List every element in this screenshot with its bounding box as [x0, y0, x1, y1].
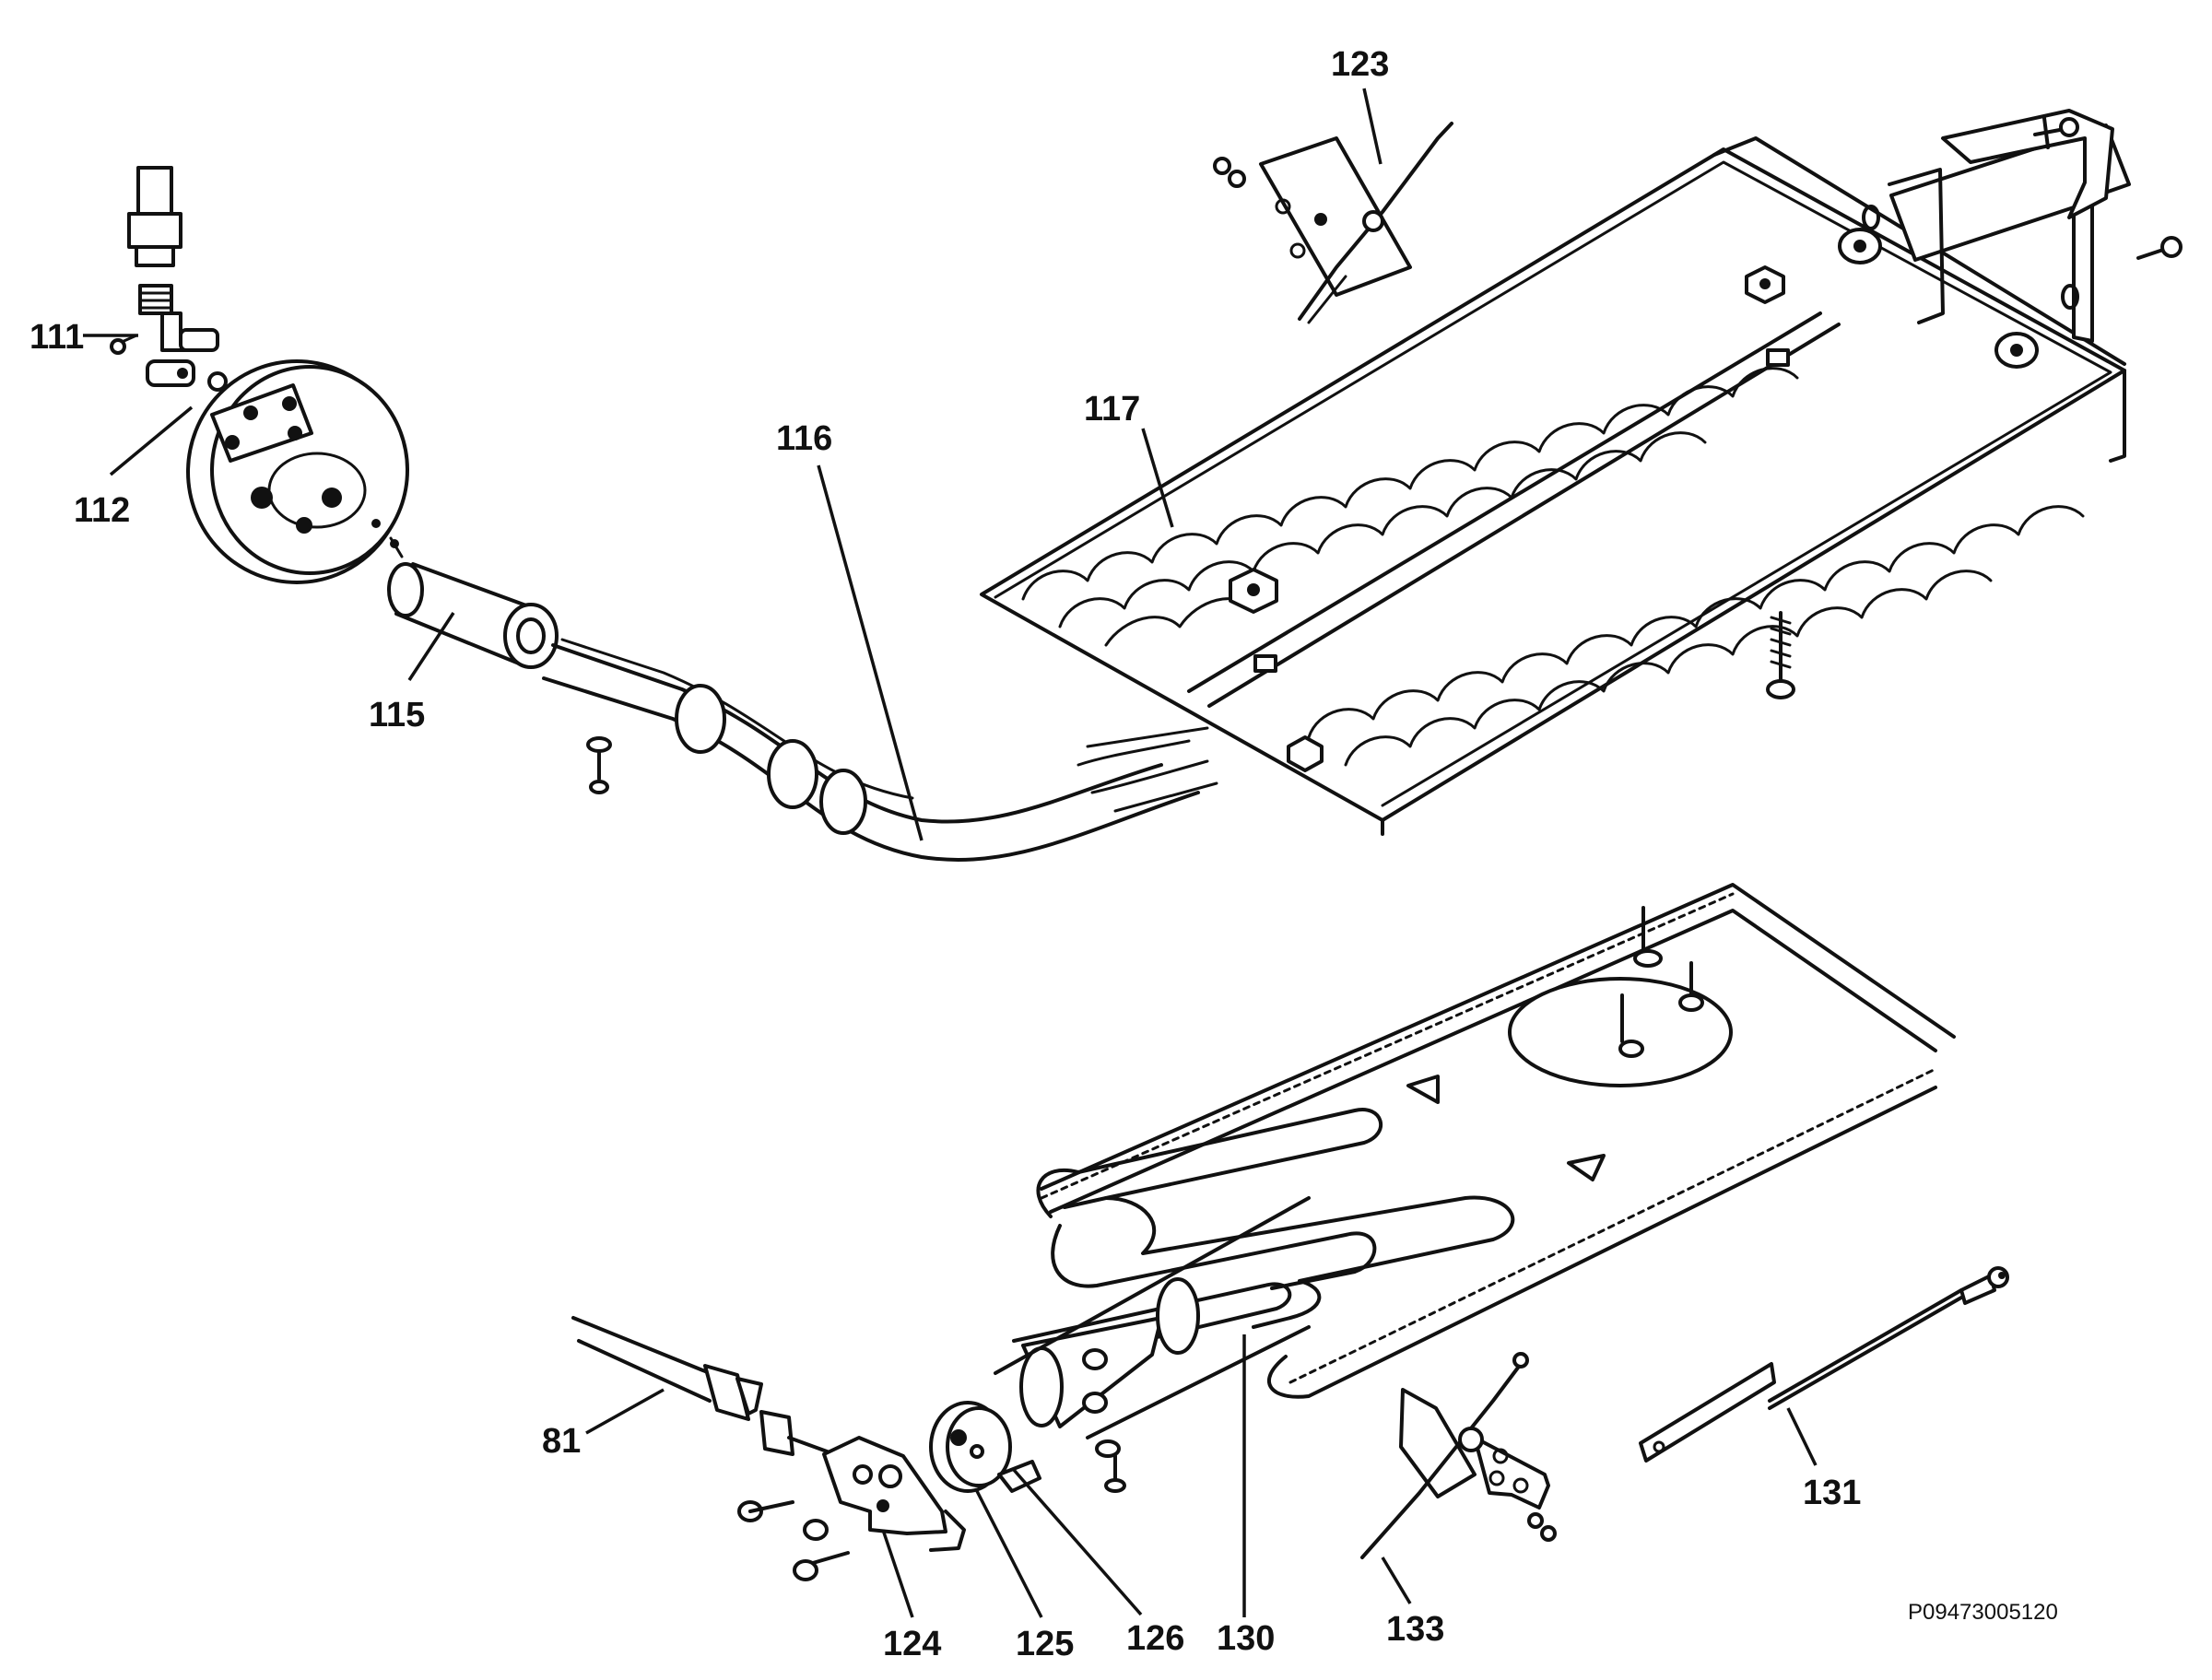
part-116-venturi-tube [542, 638, 1218, 862]
part-133-igniter-bracket-lower [1360, 1352, 1557, 1559]
label-117: 117 [1084, 390, 1140, 429]
label-116: 116 [776, 419, 832, 458]
leader-115 [407, 612, 455, 681]
leader-124 [881, 1529, 914, 1618]
leader-117 [1141, 428, 1174, 528]
label-126: 126 [1126, 1619, 1184, 1658]
part-130-broil-burner [994, 883, 1956, 1493]
part-131-thermocouple [1639, 1266, 2009, 1463]
label-123: 123 [1331, 45, 1389, 84]
label-111: 111 [29, 318, 84, 357]
leader-125 [975, 1490, 1043, 1618]
label-125: 125 [1016, 1625, 1074, 1663]
leader-112 [109, 405, 194, 476]
label-130: 130 [1217, 1619, 1275, 1658]
leader-123 [1362, 88, 1382, 165]
leader-116 [817, 464, 924, 841]
label-112: 112 [74, 491, 130, 530]
part-112-regulator-housing [186, 359, 409, 584]
label-131: 131 [1803, 1474, 1861, 1512]
leader-126 [1012, 1468, 1143, 1616]
part-111-elbow-fitting [110, 166, 219, 387]
label-133: 133 [1386, 1610, 1444, 1649]
leader-81 [585, 1388, 665, 1435]
part-labels: 111 112 115 116 117 123 81 124 125 126 1… [29, 45, 2058, 1663]
part-125-burner-valve [929, 1401, 1012, 1493]
label-124: 124 [883, 1625, 941, 1663]
part-117-burner-plate [980, 109, 2183, 836]
label-115: 115 [369, 696, 425, 734]
part-115-mixer-tube [387, 536, 559, 669]
leader-lines [83, 88, 1818, 1618]
label-81: 81 [542, 1422, 581, 1461]
part-124-valve-bracket [737, 1436, 966, 1581]
part-81-gas-line [571, 1316, 831, 1456]
part-123-igniter-bracket [1213, 122, 1453, 324]
reference-code: P09473005120 [1908, 1600, 2058, 1625]
leader-133 [1381, 1557, 1412, 1604]
leader-131 [1786, 1407, 1818, 1466]
